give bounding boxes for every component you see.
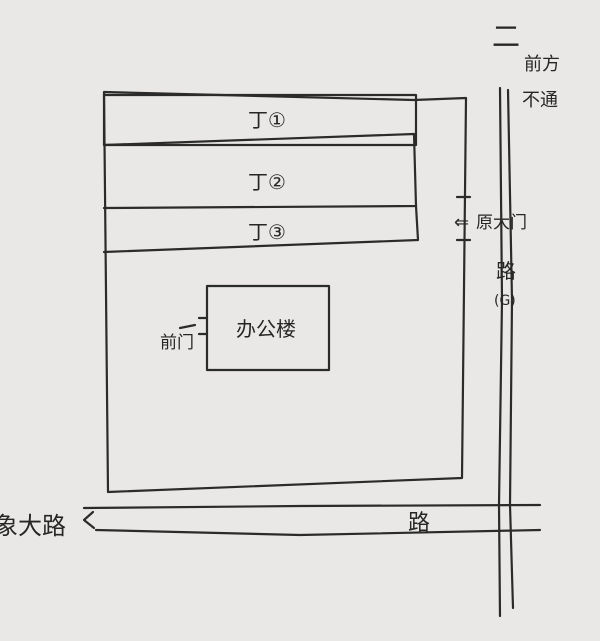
workshop-1-block (102, 93, 418, 147)
side-gate-arrow: ⇐ (454, 212, 469, 233)
horizontal-road-bottom-edge (94, 528, 542, 537)
horizontal-road-label: 路 (408, 511, 430, 536)
workshop-2-divider (102, 132, 418, 210)
road-closed-note-1: 前方 (524, 54, 560, 75)
workshop-2-label: 丁② (248, 170, 286, 194)
office-door-marks (178, 316, 209, 336)
office-building (205, 284, 331, 372)
road-closed-note-2: 不通 (522, 90, 558, 111)
vertical-road-left-edge (497, 86, 504, 618)
workshop-1-label: 丁① (248, 108, 286, 132)
vertical-road-sub: (G) (494, 293, 516, 309)
office-building-label: 办公楼 (236, 317, 296, 341)
vertical-road-label: 路 (496, 259, 516, 283)
main-road-label: 象大路 (0, 512, 66, 540)
horizontal-road-top-edge (82, 503, 542, 510)
workshop-3-divider (102, 204, 420, 254)
vertical-road-right-edge (506, 88, 515, 610)
top-mark: 二 (492, 20, 520, 53)
workshop-3-label: 丁③ (248, 220, 286, 244)
side-gate-marks (455, 195, 472, 242)
horizontal-road-arrow (82, 510, 96, 530)
office-door-label: 前门 (160, 333, 194, 353)
site-boundary (102, 90, 468, 494)
